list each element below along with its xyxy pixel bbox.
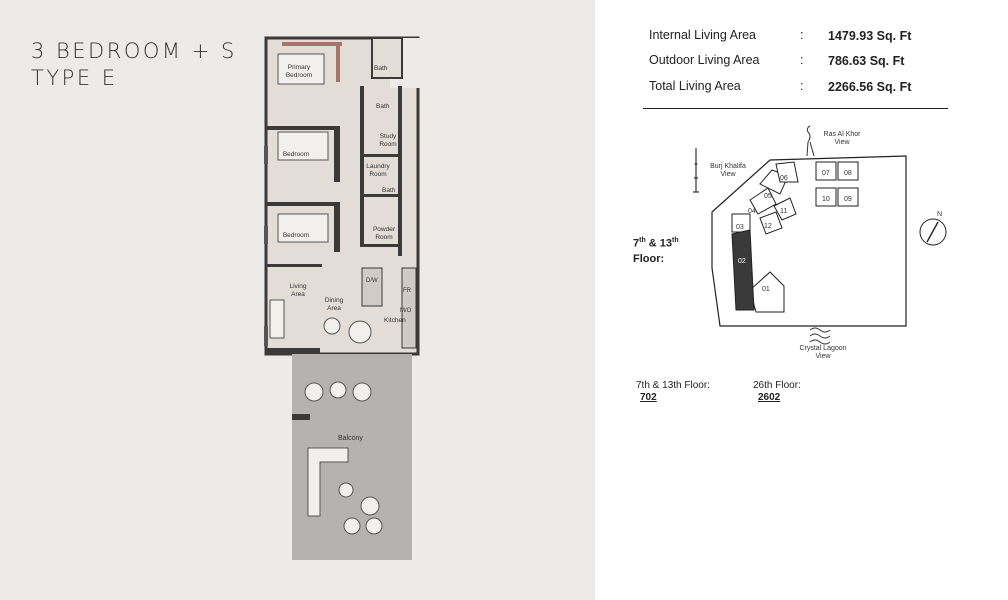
unit-12: 12 — [764, 223, 772, 230]
area-label-total: Total Living Area — [649, 79, 741, 93]
unit-04: 04 — [748, 208, 756, 215]
unit-03: 03 — [736, 224, 744, 231]
label-dining-2: Area — [327, 305, 341, 312]
site-plan: 03 02 01 04 05 06 07 08 09 10 11 12 Burj… — [693, 125, 947, 360]
site-floor-label: 7th & 13th Floor: — [633, 237, 679, 265]
highlighted-unit-02 — [731, 229, 755, 311]
title-line-2: TYPE E — [31, 66, 118, 90]
area-colon: : — [800, 79, 804, 93]
unit-05: 05 — [764, 193, 772, 200]
label-kitchen: Kitchen — [384, 317, 406, 324]
area-label-outdoor: Outdoor Living Area — [649, 53, 760, 67]
area-colon: : — [800, 28, 804, 42]
lagoon-view-1: Crystal Lagoon — [799, 345, 846, 352]
label-powder-2: Room — [375, 234, 392, 241]
ras-view-1: Ras Al Khor — [824, 131, 862, 138]
label-mo: M/O — [400, 308, 412, 314]
north-label: N — [937, 211, 942, 218]
area-value-outdoor: 786.63 Sq. Ft — [828, 54, 905, 68]
label-living-1: Living — [290, 283, 307, 290]
legend-unit-2602: 2602 — [758, 392, 781, 403]
label-bedroom-3: Bedroom — [283, 232, 309, 239]
label-bath-1: Bath — [374, 65, 388, 72]
label-powder-1: Powder — [373, 226, 396, 233]
waves-icon — [809, 327, 831, 345]
legend-label-7-13: 7th & 13th Floor: — [636, 380, 710, 391]
label-fr: FR — [403, 288, 412, 294]
legend-unit-702: 702 — [640, 392, 657, 403]
label-laundry-1: Laundry — [366, 163, 390, 170]
burj-view-2: View — [720, 171, 736, 178]
label-primary-1: Primary — [288, 64, 311, 71]
burj-view-1: Burj Khalifa — [710, 163, 746, 170]
area-value-internal: 1479.93 Sq. Ft — [828, 29, 912, 43]
floor-num: 7 — [633, 237, 640, 250]
label-dining-1: Dining — [325, 297, 344, 304]
compass-icon: N — [919, 211, 947, 246]
label-study-2: Room — [379, 141, 396, 148]
label-primary-2: Bedroom — [286, 72, 312, 79]
label-laundry-2: Room — [369, 171, 386, 178]
label-bath-3: Bath — [382, 187, 396, 194]
label-bath-2: Bath — [376, 103, 390, 110]
unit-09: 09 — [844, 196, 852, 203]
floor-word: Floor: — [633, 252, 665, 265]
unit-02: 02 — [738, 258, 746, 265]
area-label-internal: Internal Living Area — [649, 28, 757, 42]
unit-07: 07 — [822, 170, 830, 177]
ras-view-2: View — [834, 139, 850, 146]
unit-08: 08 — [844, 170, 852, 177]
unit-06: 06 — [780, 175, 788, 182]
flamingo-icon — [806, 125, 815, 157]
legend-label-26: 26th Floor: — [753, 380, 801, 391]
label-living-2: Area — [291, 291, 305, 298]
label-study-1: Study — [380, 133, 397, 140]
burj-khalifa-icon — [693, 148, 699, 193]
area-value-total: 2266.56 Sq. Ft — [828, 80, 912, 94]
lagoon-view-2: View — [815, 353, 831, 360]
unit-01: 01 — [762, 286, 770, 293]
area-colon: : — [800, 53, 804, 67]
title-line-1: 3 BEDROOM + S — [31, 39, 237, 63]
unit-11: 11 — [780, 208, 787, 215]
label-balcony: Balcony — [338, 435, 363, 442]
label-dw: D/W — [366, 278, 378, 284]
divider — [643, 108, 948, 109]
unit-10: 10 — [822, 196, 830, 203]
label-bedroom-2: Bedroom — [283, 151, 309, 158]
layout-title: 3 BEDROOM + S TYPE E — [31, 38, 237, 92]
